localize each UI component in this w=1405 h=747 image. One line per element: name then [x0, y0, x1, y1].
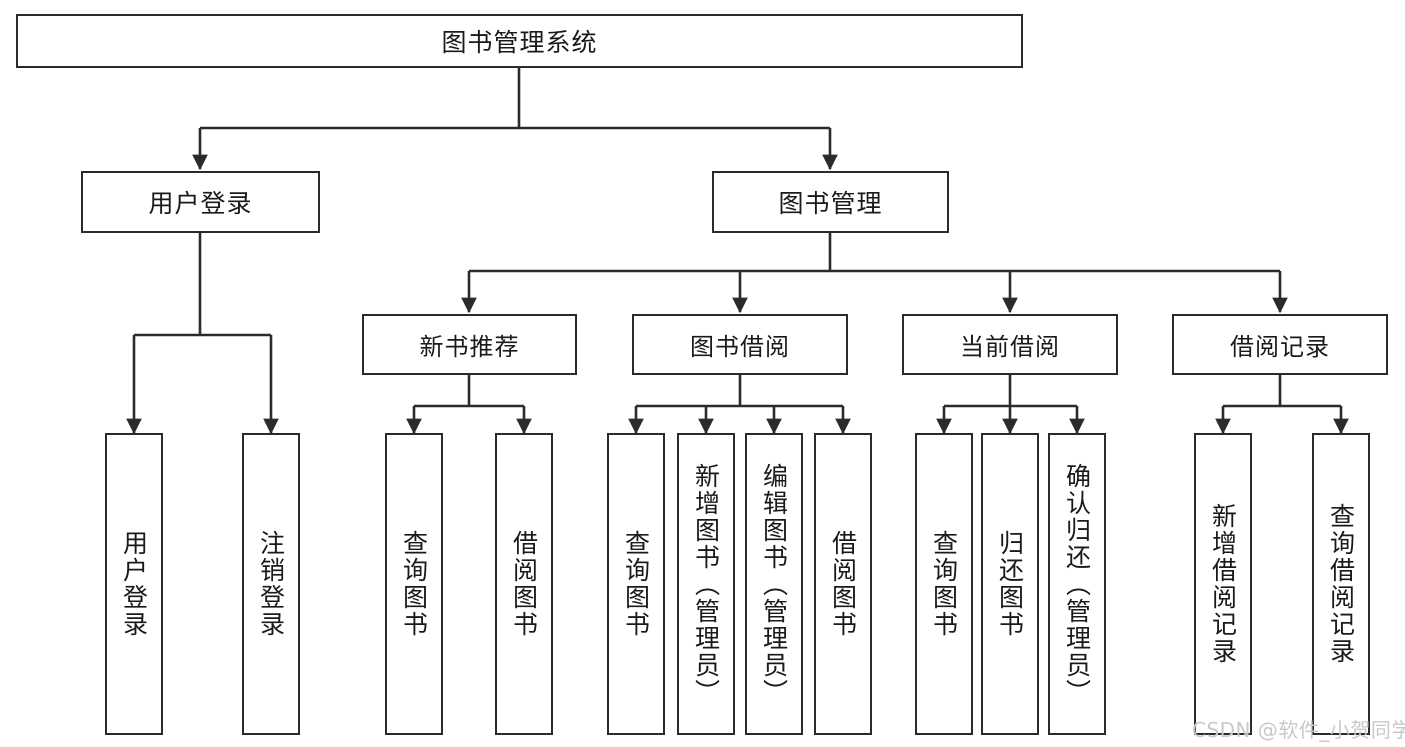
node-user-login[interactable]: 用户登录 [81, 171, 320, 233]
leaf-new-book-borrow[interactable]: 借阅图书 [495, 433, 553, 735]
leaf-current-borrow-query[interactable]: 查询图书 [915, 433, 973, 735]
node-book-borrow-label: 图书借阅 [690, 333, 790, 361]
watermark: CSDN @软件_小贺同学 [1192, 718, 1405, 742]
leaf-label: 查询图书 [399, 530, 429, 638]
leaf-label: 新增借阅记录 [1208, 503, 1238, 665]
leaf-label: 注销登录 [256, 530, 286, 638]
node-current-borrow[interactable]: 当前借阅 [902, 314, 1118, 375]
node-user-login-label: 用户登录 [148, 189, 253, 218]
leaf-book-borrow-lend[interactable]: 借阅图书 [814, 433, 872, 735]
node-root-system[interactable]: 图书管理系统 [16, 14, 1023, 68]
leaf-label: 新增图书（管理员） [691, 462, 721, 706]
leaf-book-borrow-edit[interactable]: 编辑图书（管理员） [745, 433, 803, 735]
leaf-label: 确认归还（管理员） [1062, 462, 1092, 706]
leaf-label: 编辑图书（管理员） [759, 462, 789, 706]
leaf-label: 归还图书 [995, 530, 1025, 638]
leaf-user-login-signout[interactable]: 注销登录 [242, 433, 300, 735]
node-current-borrow-label: 当前借阅 [960, 333, 1060, 361]
leaf-label: 查询图书 [929, 530, 959, 638]
node-book-management[interactable]: 图书管理 [712, 171, 949, 233]
leaf-book-borrow-add[interactable]: 新增图书（管理员） [677, 433, 735, 735]
leaf-user-login-signin[interactable]: 用户登录 [105, 433, 163, 735]
node-book-management-label: 图书管理 [778, 189, 883, 218]
leaf-current-borrow-confirm-return[interactable]: 确认归还（管理员） [1048, 433, 1106, 735]
leaf-borrow-record-query[interactable]: 查询借阅记录 [1312, 433, 1370, 735]
node-root-label: 图书管理系统 [441, 28, 598, 57]
leaf-current-borrow-return[interactable]: 归还图书 [981, 433, 1039, 735]
leaf-label: 查询图书 [621, 530, 651, 638]
leaf-book-borrow-query[interactable]: 查询图书 [607, 433, 665, 735]
leaf-label: 查询借阅记录 [1326, 503, 1356, 665]
node-book-borrow[interactable]: 图书借阅 [632, 314, 848, 375]
leaf-label: 借阅图书 [828, 530, 858, 638]
node-borrow-record-label: 借阅记录 [1230, 333, 1330, 361]
node-new-book-recommend-label: 新书推荐 [419, 333, 520, 361]
node-new-book-recommend[interactable]: 新书推荐 [362, 314, 577, 375]
leaf-label: 借阅图书 [509, 530, 539, 638]
node-borrow-record[interactable]: 借阅记录 [1172, 314, 1388, 375]
leaf-borrow-record-add[interactable]: 新增借阅记录 [1194, 433, 1252, 735]
leaf-new-book-query[interactable]: 查询图书 [385, 433, 443, 735]
leaf-label: 用户登录 [119, 530, 149, 638]
